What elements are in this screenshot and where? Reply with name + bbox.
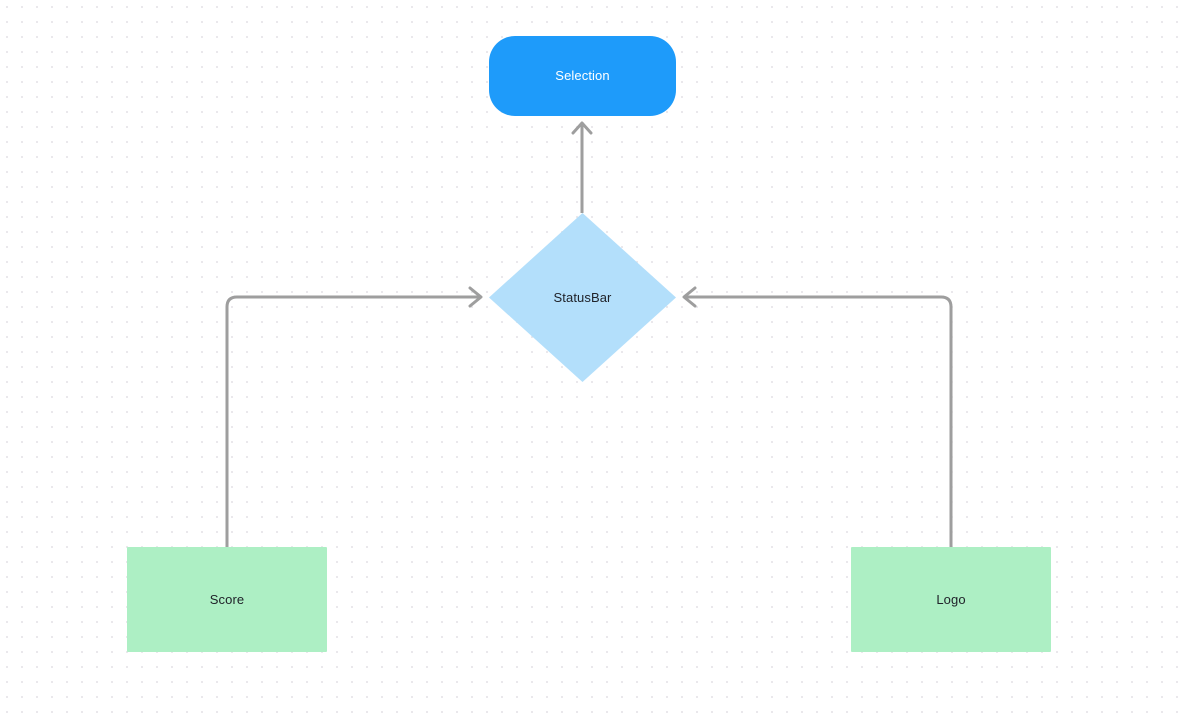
node-logo[interactable]: Logo <box>851 547 1051 652</box>
edge-score-to-statusbar <box>225 286 483 547</box>
node-logo-label: Logo <box>936 591 966 607</box>
node-selection-label: Selection <box>555 68 610 84</box>
node-score-label: Score <box>209 591 245 607</box>
node-statusbar-label: StatusBar <box>553 289 612 305</box>
node-statusbar[interactable]: StatusBar <box>489 213 676 382</box>
edge-statusbar-to-selection <box>571 121 593 213</box>
node-selection[interactable]: Selection <box>489 36 676 116</box>
node-score[interactable]: Score <box>127 547 327 652</box>
edge-logo-to-statusbar <box>682 286 953 547</box>
